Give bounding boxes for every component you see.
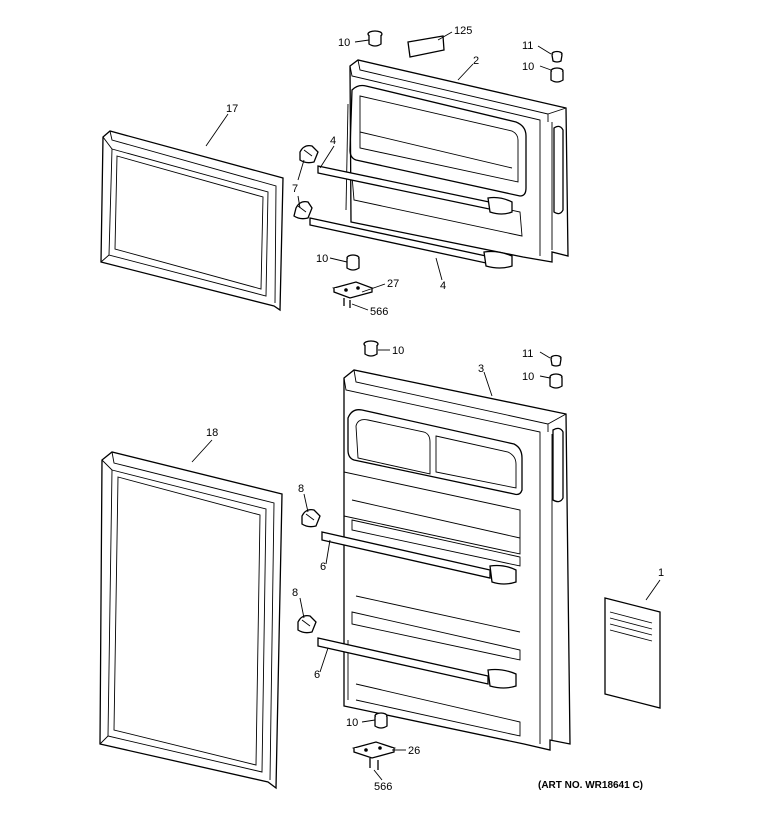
freezer-door-liner [345, 59, 569, 263]
freezer-right-cap [551, 50, 563, 63]
art-number: (ART NO. WR18641 C) [538, 780, 643, 791]
fresh-food-right-cap [550, 354, 562, 367]
fresh-food-door-liner [343, 369, 571, 751]
callout-8-upper: 8 [298, 483, 304, 495]
freezer-label-plate [407, 35, 445, 58]
fresh-food-shelf-clip-upper [301, 508, 321, 528]
callout-3: 3 [478, 363, 484, 375]
fresh-food-bottom-plug [374, 712, 388, 729]
callout-10-freezer-bottom: 10 [316, 253, 328, 265]
fresh-food-shelf-clip-lower [297, 614, 317, 634]
callout-18: 18 [206, 427, 218, 439]
literature-card [604, 597, 661, 709]
callout-1: 1 [658, 567, 664, 579]
freezer-shelf-clip-lower [293, 200, 313, 220]
fresh-food-top-plug [363, 340, 379, 357]
callout-6-upper: 6 [320, 561, 326, 573]
freezer-top-plug [367, 30, 383, 47]
callout-6-lower: 6 [314, 669, 320, 681]
callout-11-fresh: 11 [522, 348, 533, 360]
freezer-bottom-plug [346, 254, 360, 271]
callout-10-fresh-right: 10 [522, 371, 534, 383]
callout-4-lower: 4 [440, 280, 446, 292]
callout-11-freezer: 11 [522, 40, 533, 52]
callout-27: 27 [387, 278, 399, 290]
freezer-hinge-bracket [331, 281, 375, 299]
fresh-food-shelf-bar-upper [321, 531, 517, 585]
callout-17: 17 [226, 103, 238, 115]
callout-8-lower: 8 [292, 587, 298, 599]
callout-125: 125 [454, 25, 472, 37]
leader-lines [191, 31, 661, 781]
callout-labels: 10 125 11 10 2 17 4 7 10 27 4 566 10 11 … [206, 25, 664, 793]
fresh-food-hinge-bracket [351, 741, 397, 759]
callout-566-top: 566 [370, 306, 388, 318]
fresh-food-hinge-screws [369, 758, 379, 770]
callout-10-freezer-right: 10 [522, 61, 534, 73]
freezer-shelf-bar-upper [317, 165, 513, 215]
fresh-food-door-gasket [99, 451, 283, 790]
freezer-hinge-screws [343, 298, 351, 308]
fresh-food-shelf-bar-lower [317, 637, 517, 689]
freezer-door-gasket [100, 130, 284, 312]
freezer-right-plug [550, 67, 564, 83]
callout-7: 7 [292, 183, 298, 195]
callout-10-freezer-top: 10 [338, 37, 350, 49]
callout-10-fresh-top: 10 [392, 345, 404, 357]
freezer-shelf-clip-upper [299, 144, 319, 164]
callout-10-fresh-bottom: 10 [346, 717, 358, 729]
callout-566-bottom: 566 [374, 781, 392, 793]
callout-26: 26 [408, 745, 420, 757]
freezer-shelf-bar-lower [309, 217, 513, 269]
fresh-food-right-plug [549, 373, 563, 389]
callout-4-upper: 4 [330, 135, 336, 147]
callout-2: 2 [473, 55, 479, 67]
